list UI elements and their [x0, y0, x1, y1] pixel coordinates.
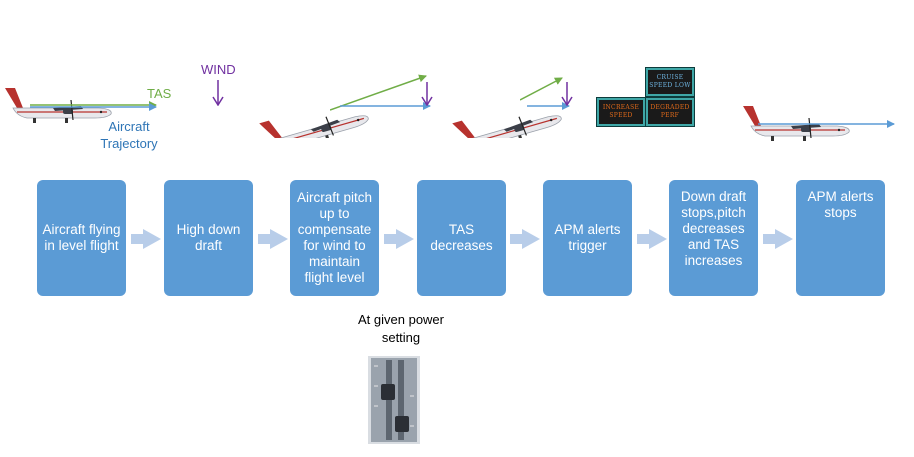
alert-degraded-perf: DEGRADED PERF [646, 98, 694, 126]
step-box: APM alerts stops [796, 180, 885, 296]
power-setting-caption: At given power setting [358, 312, 444, 345]
step-box: Aircraft flying in level flight [37, 180, 126, 296]
wind-arrow [561, 82, 573, 106]
wind-label: WIND [201, 62, 236, 77]
power-lever-icon [368, 356, 420, 449]
trajectory-arrow [527, 102, 570, 110]
wind-arrow [421, 82, 433, 106]
step-box: Aircraft pitch up to compensate for wind… [290, 180, 379, 296]
chevron-right-icon [763, 229, 793, 249]
trajectory-arrow [340, 102, 431, 110]
chevron-right-icon [510, 229, 540, 249]
chevron-right-icon [384, 229, 414, 249]
step-box: High down draft [164, 180, 253, 296]
tas-label: TAS [147, 86, 172, 101]
tas-arrow [30, 101, 157, 109]
step-box: TAS decreases [417, 180, 506, 296]
chevron-right-icon [131, 229, 161, 249]
chevron-right-icon [637, 229, 667, 249]
wind-arrow [212, 80, 224, 106]
tas-arrow [520, 77, 563, 101]
tas-arrow [330, 74, 427, 111]
step-box: Down draft stops,pitch decreases and TAS… [669, 180, 758, 296]
trajectory-label: Aircraft Trajectory [100, 119, 158, 151]
tas-arrow [758, 120, 895, 128]
alert-cruise-speed-low: CRUISE SPEED LOW [646, 68, 694, 96]
chevron-right-icon [258, 229, 288, 249]
trajectory-arrow [30, 103, 157, 111]
step-box: APM alerts trigger [543, 180, 632, 296]
alert-increase-speed: INCREASE SPEED [597, 98, 645, 126]
